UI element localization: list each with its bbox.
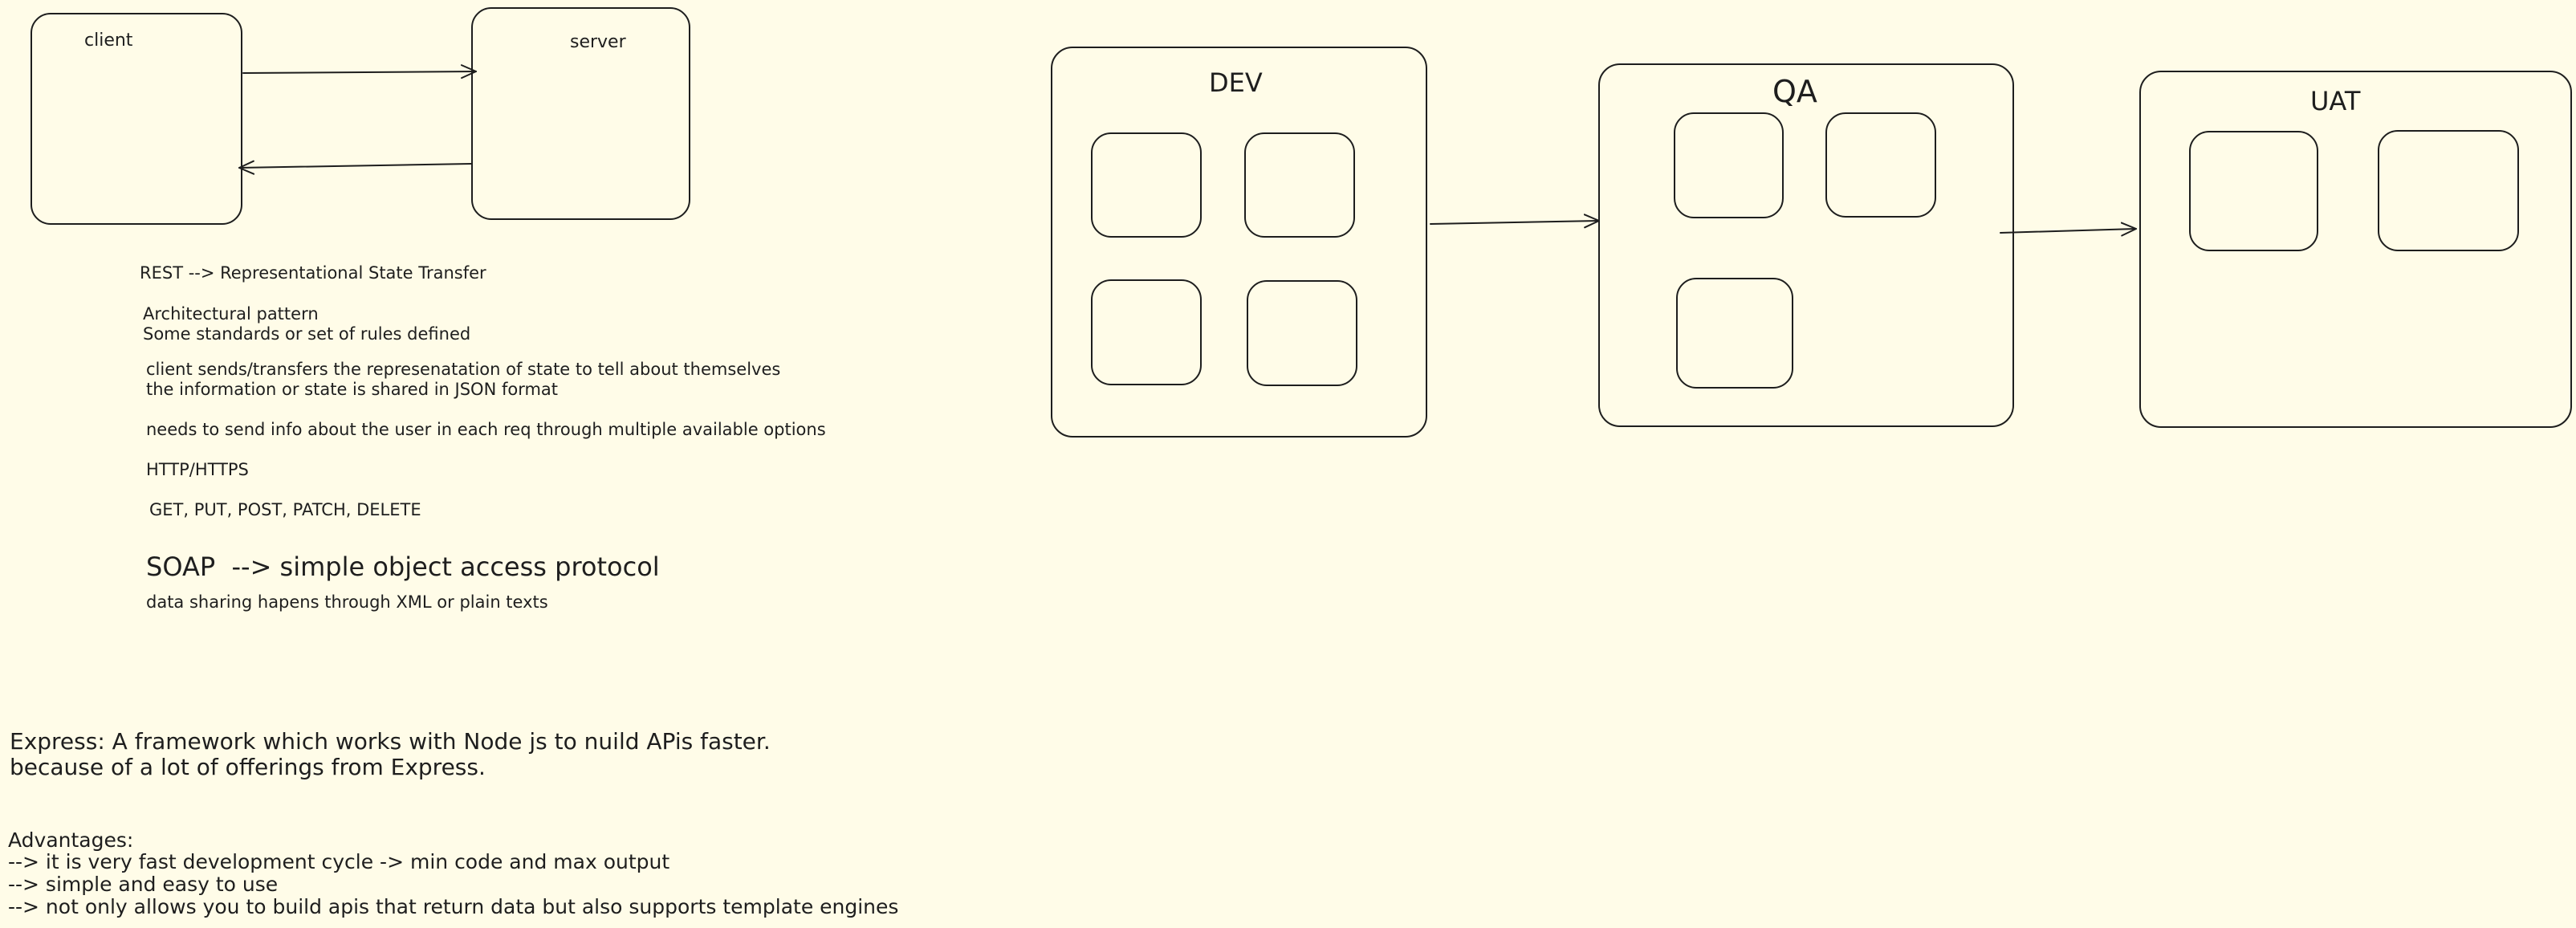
qa-service-box[interactable]	[1676, 278, 1793, 389]
server-to-client-arrow[interactable]	[238, 160, 472, 175]
qa-label: QA	[1772, 74, 1817, 109]
note-express: Express: A framework which works with No…	[10, 728, 771, 755]
dev-label: DEV	[1209, 67, 1263, 98]
uat-service-box[interactable]	[2378, 130, 2519, 251]
note-json-format: the information or state is shared in JS…	[146, 380, 559, 399]
note-advantage-item: --> simple and easy to use	[8, 873, 279, 896]
note-soap: SOAP --> simple object access protocol	[146, 552, 660, 582]
client-to-server-arrow[interactable]	[242, 64, 477, 79]
note-rest: REST --> Representational State Transfer	[140, 263, 486, 283]
note-user-info: needs to send info about the user in eac…	[146, 420, 826, 439]
note-architectural-pattern: Architectural pattern	[143, 304, 319, 324]
client-label: client	[84, 31, 133, 51]
qa-environment-box[interactable]	[1598, 63, 2014, 427]
note-express-offerings: because of a lot of offerings from Expre…	[10, 754, 486, 780]
uat-environment-box[interactable]	[2139, 71, 2572, 428]
uat-service-box[interactable]	[2189, 131, 2318, 251]
dev-service-box[interactable]	[1091, 279, 1202, 385]
note-client-state: client sends/transfers the represenatati…	[146, 360, 781, 379]
uat-label: UAT	[2310, 86, 2361, 116]
dev-to-qa-arrow[interactable]	[1430, 214, 1600, 229]
server-box[interactable]	[471, 7, 690, 220]
dev-service-box[interactable]	[1091, 132, 1202, 238]
server-label: server	[570, 32, 626, 52]
note-soap-detail: data sharing hapens through XML or plain…	[146, 592, 548, 612]
note-advantage-item: --> it is very fast development cycle ->…	[8, 850, 670, 873]
note-protocols: HTTP/HTTPS	[146, 460, 249, 479]
qa-to-uat-arrow[interactable]	[2000, 222, 2137, 237]
dev-environment-box[interactable]	[1051, 47, 1427, 438]
client-box[interactable]	[31, 13, 242, 225]
dev-service-box[interactable]	[1247, 280, 1357, 386]
note-advantages-title: Advantages:	[8, 828, 134, 852]
dev-service-box[interactable]	[1244, 132, 1355, 238]
qa-service-box[interactable]	[1825, 112, 1936, 218]
note-http-methods: GET, PUT, POST, PATCH, DELETE	[149, 500, 421, 519]
note-standards: Some standards or set of rules defined	[143, 324, 471, 344]
note-advantage-item: --> not only allows you to build apis th…	[8, 895, 899, 918]
qa-service-box[interactable]	[1674, 112, 1784, 218]
